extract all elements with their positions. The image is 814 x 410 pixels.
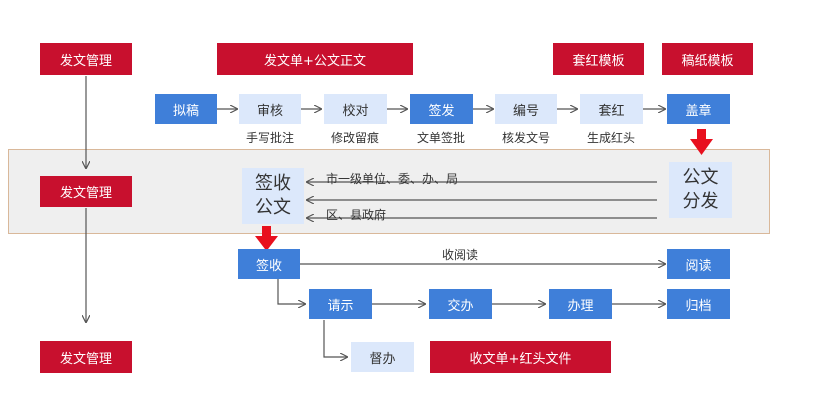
distribution-band: [8, 149, 770, 234]
receive-document-label: 签收公文: [255, 173, 291, 218]
step-review: 审核: [239, 94, 301, 124]
caption-handwritten: 手写批注: [245, 131, 295, 145]
step-proofread: 校对: [324, 94, 387, 124]
handle-box: 办理: [549, 289, 612, 319]
caption-sign-approve: 文单签批: [416, 131, 466, 145]
supervise-box: 督办: [351, 342, 414, 372]
archive-box: 归档: [667, 289, 730, 319]
red-down-arrow-receive: [255, 226, 278, 251]
distribute-document-box: 公文分发: [669, 162, 732, 218]
read-box: 阅读: [667, 249, 730, 279]
read-flow-label: 收阅读: [442, 248, 479, 262]
recipient-district: 区、县政府: [326, 208, 387, 222]
sign-receive-box: 签收: [238, 249, 300, 279]
send-management-bottom: 发文管理: [40, 341, 132, 373]
caption-track-changes: 修改留痕: [330, 131, 380, 145]
recipient-municipal: 市一级单位、委、办、局: [326, 172, 459, 186]
caption-generate-header: 生成红头: [586, 131, 636, 145]
paper-template-tag: 稿纸模板: [662, 43, 753, 75]
step-sign-off: 签发: [410, 94, 473, 124]
step-draft: 拟稿: [155, 94, 217, 124]
step-red-header: 套红: [580, 94, 643, 124]
send-management-middle: 发文管理: [40, 176, 132, 207]
step-number: 编号: [495, 94, 557, 124]
send-management-top: 发文管理: [40, 43, 132, 75]
doc-header-tag: 发文单+公文正文: [217, 43, 413, 75]
instruct-box: 请示: [309, 289, 372, 319]
receipt-doc-tag: 收文单+红头文件: [430, 341, 611, 373]
receive-document-box: 签收公文: [242, 168, 304, 224]
distribute-document-label: 公文分发: [682, 167, 719, 212]
caption-issue-number: 核发文号: [501, 131, 551, 145]
handover-box: 交办: [429, 289, 492, 319]
red-template-tag: 套红模板: [553, 43, 644, 75]
step-seal: 盖章: [667, 94, 730, 124]
red-down-arrow-stamp: [690, 129, 713, 155]
